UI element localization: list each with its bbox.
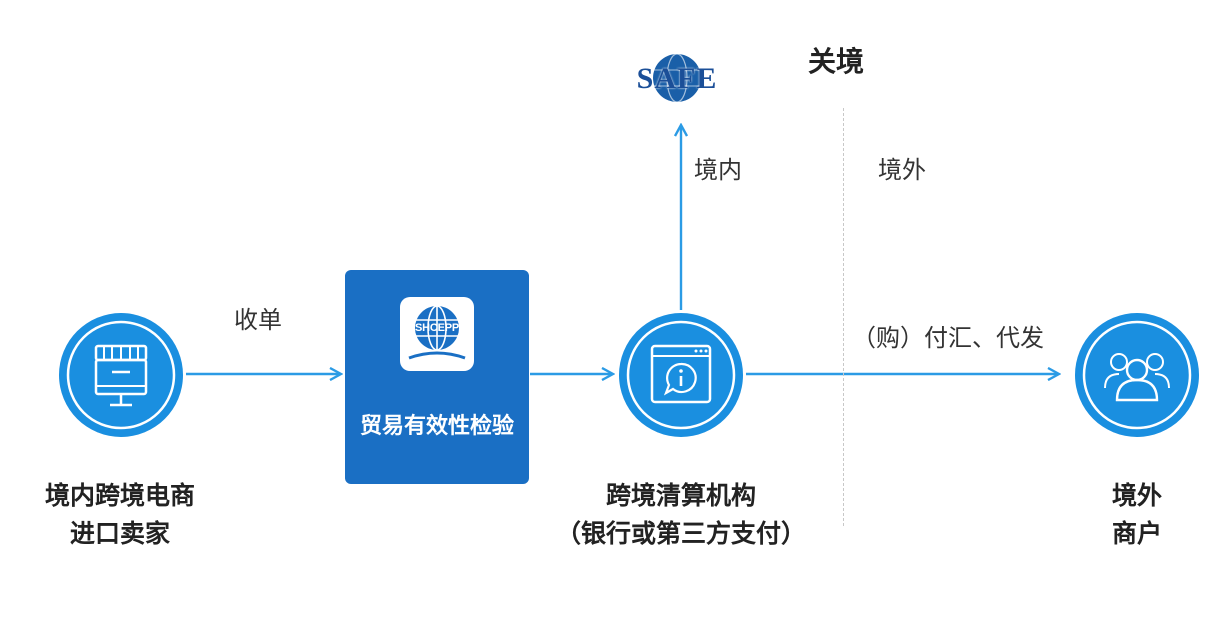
edge-collect-label: 收单: [234, 306, 282, 334]
globe-icon: [653, 53, 701, 103]
clearing-caption-line2: （银行或第三方支付）: [555, 519, 806, 548]
domestic-label: 境内: [694, 156, 742, 184]
customs-label: 关境: [808, 45, 865, 78]
merchant-caption: 境外 商户: [1087, 477, 1187, 553]
users-group-icon: [1075, 313, 1199, 437]
shcepp-logo: SHCEPP: [399, 296, 475, 372]
overseas-label: 境外: [878, 156, 926, 184]
storefront-icon: [59, 313, 183, 437]
clearing-caption-line1: 跨境清算机构: [605, 481, 756, 510]
safe-logo: SAFE: [622, 48, 732, 108]
merchant-caption-line2: 商户: [1111, 519, 1162, 548]
seller-caption-line1: 境内跨境电商: [44, 481, 195, 510]
seller-caption-line2: 进口卖家: [69, 519, 170, 548]
customs-divider: [843, 108, 844, 526]
info-window-icon: [619, 313, 743, 437]
shcepp-globe-icon: [400, 297, 474, 371]
merchant-caption-line1: 境外: [1111, 481, 1162, 510]
seller-node: [56, 310, 186, 440]
shcepp-logo-text: SHCEPP: [414, 322, 460, 334]
safe-logo-text: SAFE: [636, 62, 718, 95]
clearing-caption: 跨境清算机构 （银行或第三方支付）: [526, 477, 836, 553]
merchant-node: [1072, 310, 1202, 440]
verify-title: 贸易有效性检验: [359, 414, 514, 439]
seller-caption: 境内跨境电商 进口卖家: [20, 477, 220, 553]
clearing-node: [616, 310, 746, 440]
edge-pay-label: （购）付汇、代发: [852, 324, 1044, 352]
